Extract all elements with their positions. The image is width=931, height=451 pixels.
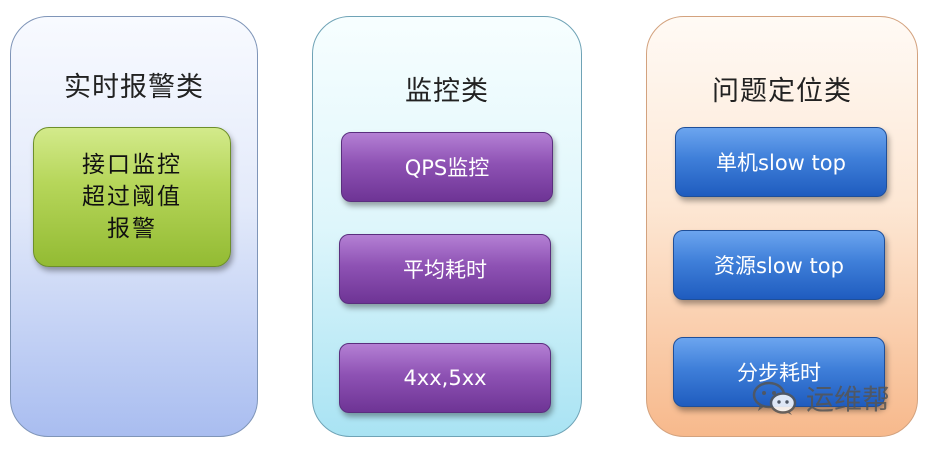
box-avg-latency: 平均耗时: [339, 234, 551, 304]
box-line-3: 报警: [107, 216, 157, 242]
box-resource-slow-top: 资源slow top: [673, 230, 885, 300]
watermark: 运维帮: [752, 378, 890, 418]
box-error-codes: 4xx,5xx: [339, 343, 551, 413]
box-line-2: 超过阈值: [82, 184, 182, 210]
box-single-host-slow-top: 单机slow top: [675, 127, 887, 197]
panel-title-realtime: 实时报警类: [64, 72, 204, 103]
wechat-logo-icon: [752, 381, 797, 415]
panel-problem-locating: 问题定位类 单机slow top 资源slow top 分步耗时: [646, 16, 918, 437]
panel-title-monitor: 监控类: [405, 76, 489, 107]
box-qps-monitor: QPS监控: [341, 132, 553, 202]
box-line-1: 接口监控: [82, 152, 182, 178]
box-interface-alert: 接口监控 超过阈值 报警: [33, 127, 231, 267]
panel-monitoring: 监控类 QPS监控 平均耗时 4xx,5xx: [312, 16, 582, 437]
panel-title-locate: 问题定位类: [712, 76, 852, 107]
panel-realtime-alert: 实时报警类 接口监控 超过阈值 报警: [10, 16, 258, 437]
watermark-text: 运维帮: [806, 383, 891, 416]
